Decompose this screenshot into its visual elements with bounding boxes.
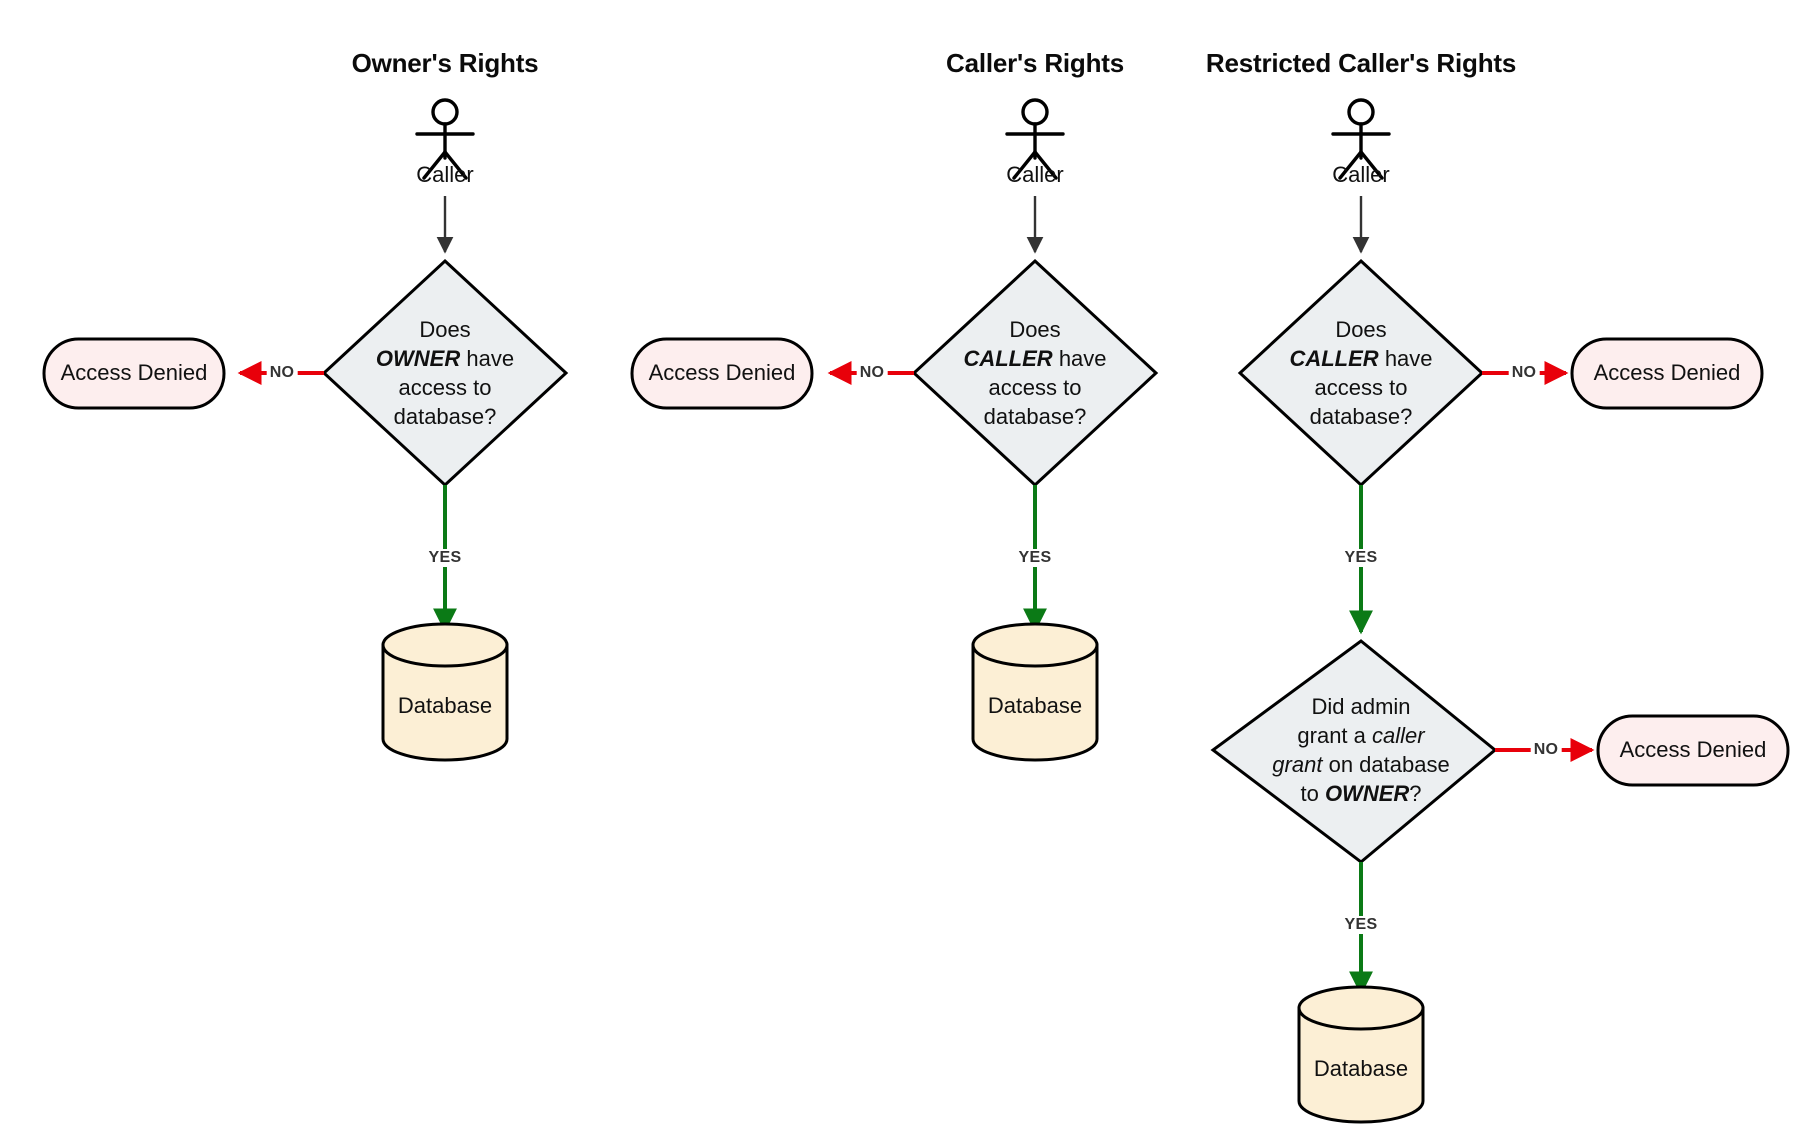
actor-label-caller: Caller	[416, 162, 474, 187]
column-title-callers-rights: Caller's Rights	[945, 48, 1125, 78]
database-cylinder-restricted[interactable]	[1297, 985, 1425, 1124]
column-title-restricted-callers-rights: Restricted Caller's Rights	[1205, 48, 1517, 78]
decision-diamond-owner-access[interactable]	[321, 258, 569, 488]
decision-diamond-caller-grant[interactable]	[1210, 639, 1498, 864]
stick-figure-actor-icon	[415, 98, 475, 180]
decision-diamond-restricted-caller-access[interactable]	[1237, 258, 1485, 488]
stick-figure-actor-icon	[1331, 98, 1391, 180]
database-cylinder-caller[interactable]	[971, 622, 1099, 762]
access-denied-pill-caller[interactable]	[630, 337, 814, 410]
decision-diamond-caller-access[interactable]	[911, 258, 1159, 488]
column-title-owners-rights: Owner's Rights	[351, 48, 539, 78]
database-cylinder-owner[interactable]	[381, 622, 509, 762]
access-denied-pill-restricted-1[interactable]	[1570, 337, 1764, 410]
stick-figure-actor-icon	[1005, 98, 1065, 180]
access-denied-pill-restricted-2[interactable]	[1596, 714, 1790, 787]
access-denied-pill-owner[interactable]	[42, 337, 226, 410]
actor-label-caller: Caller	[1332, 162, 1390, 187]
actor-label-caller: Caller	[1006, 162, 1064, 187]
